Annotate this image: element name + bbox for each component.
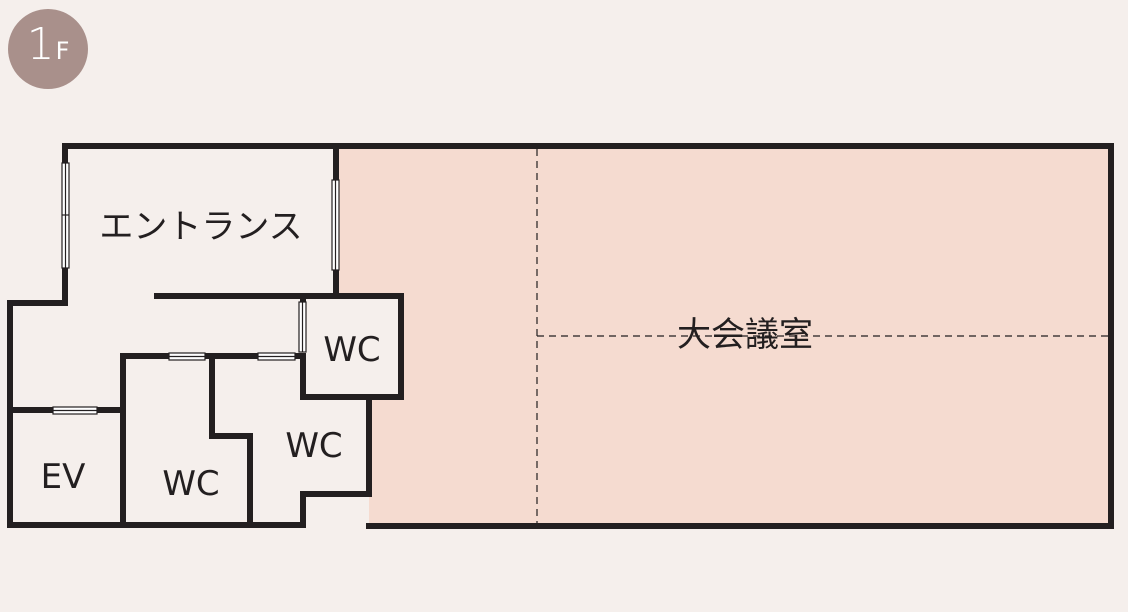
room-label-wc-bottom: WC (162, 464, 219, 504)
room-label-entrance: エントランス (99, 207, 302, 247)
room-label-wc-middle: WC (285, 426, 342, 466)
room-label-ev: EV (41, 457, 86, 497)
room-label-hall: 大会議室 (677, 315, 813, 355)
floor-unit: F (55, 37, 70, 65)
openings (52, 162, 340, 415)
room-label-wc-top: WC (323, 330, 380, 370)
floor-number: 1 (26, 19, 55, 70)
walls (7, 143, 1114, 529)
floor-badge: 1 F (8, 9, 88, 89)
